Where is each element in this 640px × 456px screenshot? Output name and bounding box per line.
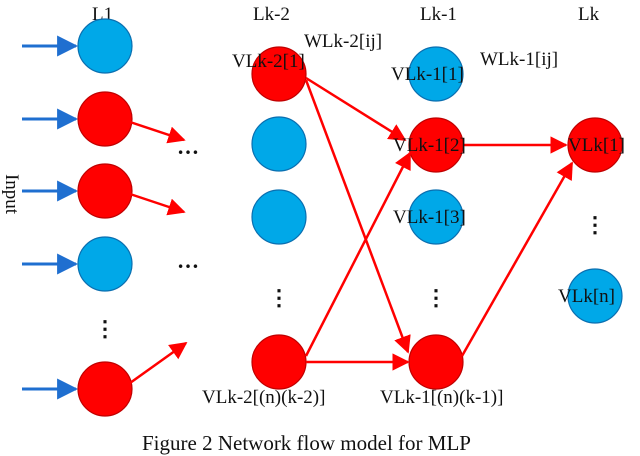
node-lk-2-1: [251, 46, 307, 102]
node-label-lk-1: VLk[1]: [568, 135, 625, 156]
node-lk-1-1: [408, 46, 464, 102]
node-label-lk-1-3: VLk-1[3]: [393, 207, 466, 228]
input-label: Input: [1, 174, 22, 215]
ellipsis-lk-1: ⋮: [425, 285, 447, 310]
connection-arrow: [129, 341, 188, 385]
layer-label-lk-1: Lk-1: [420, 4, 457, 25]
ellipsis-h-1: …: [177, 134, 199, 159]
node-lk-1-3: [408, 189, 464, 245]
node-lk-2-n: [251, 334, 307, 390]
node-label-lk-1-n: VLk-1[(n)(k-1)]: [380, 387, 503, 408]
connection-arrow: [304, 151, 412, 357]
node-l1-n: [77, 361, 133, 417]
weight-label-k-2: WLk-2[ij]: [304, 31, 382, 52]
ellipsis-lk: ⋮: [584, 212, 606, 237]
ellipsis-l1: ⋮: [94, 316, 116, 341]
layer-label-lk: Lk: [578, 4, 600, 25]
connection-arrow: [129, 192, 186, 216]
connection-arrow: [305, 76, 407, 142]
layer-label-lk-2: Lk-2: [253, 4, 290, 25]
node-label-lk-2-n: VLk-2[(n)(k-2)]: [202, 387, 325, 408]
node-lk-1: [567, 117, 623, 173]
node-lk-2-3: [251, 189, 307, 245]
node-label-lk-1-2: VLk-1[2]: [393, 135, 466, 156]
node-label-lk-1-1: VLk-1[1]: [391, 64, 464, 85]
node-l1-1: [77, 18, 133, 74]
node-l1-3: [77, 163, 133, 219]
node-lk-1-n: [408, 334, 464, 390]
connection-arrow: [129, 120, 186, 144]
node-label-lk-2-1: VLk-2[1]: [232, 51, 305, 72]
connection-arrow: [304, 79, 411, 354]
node-l1-2: [77, 91, 133, 147]
ellipsis-lk-2: ⋮: [268, 285, 290, 310]
connection-arrow: [460, 161, 574, 357]
figure-caption: Figure 2 Network flow model for MLP: [142, 431, 471, 455]
node-l1-4: [77, 236, 133, 292]
weight-label-k-1: WLk-1[ij]: [480, 49, 558, 70]
ellipsis-h-2: …: [177, 248, 199, 273]
node-label-lk-n: VLk[n]: [558, 286, 615, 307]
node-lk-n: [567, 268, 623, 324]
node-lk-2-2: [251, 116, 307, 172]
